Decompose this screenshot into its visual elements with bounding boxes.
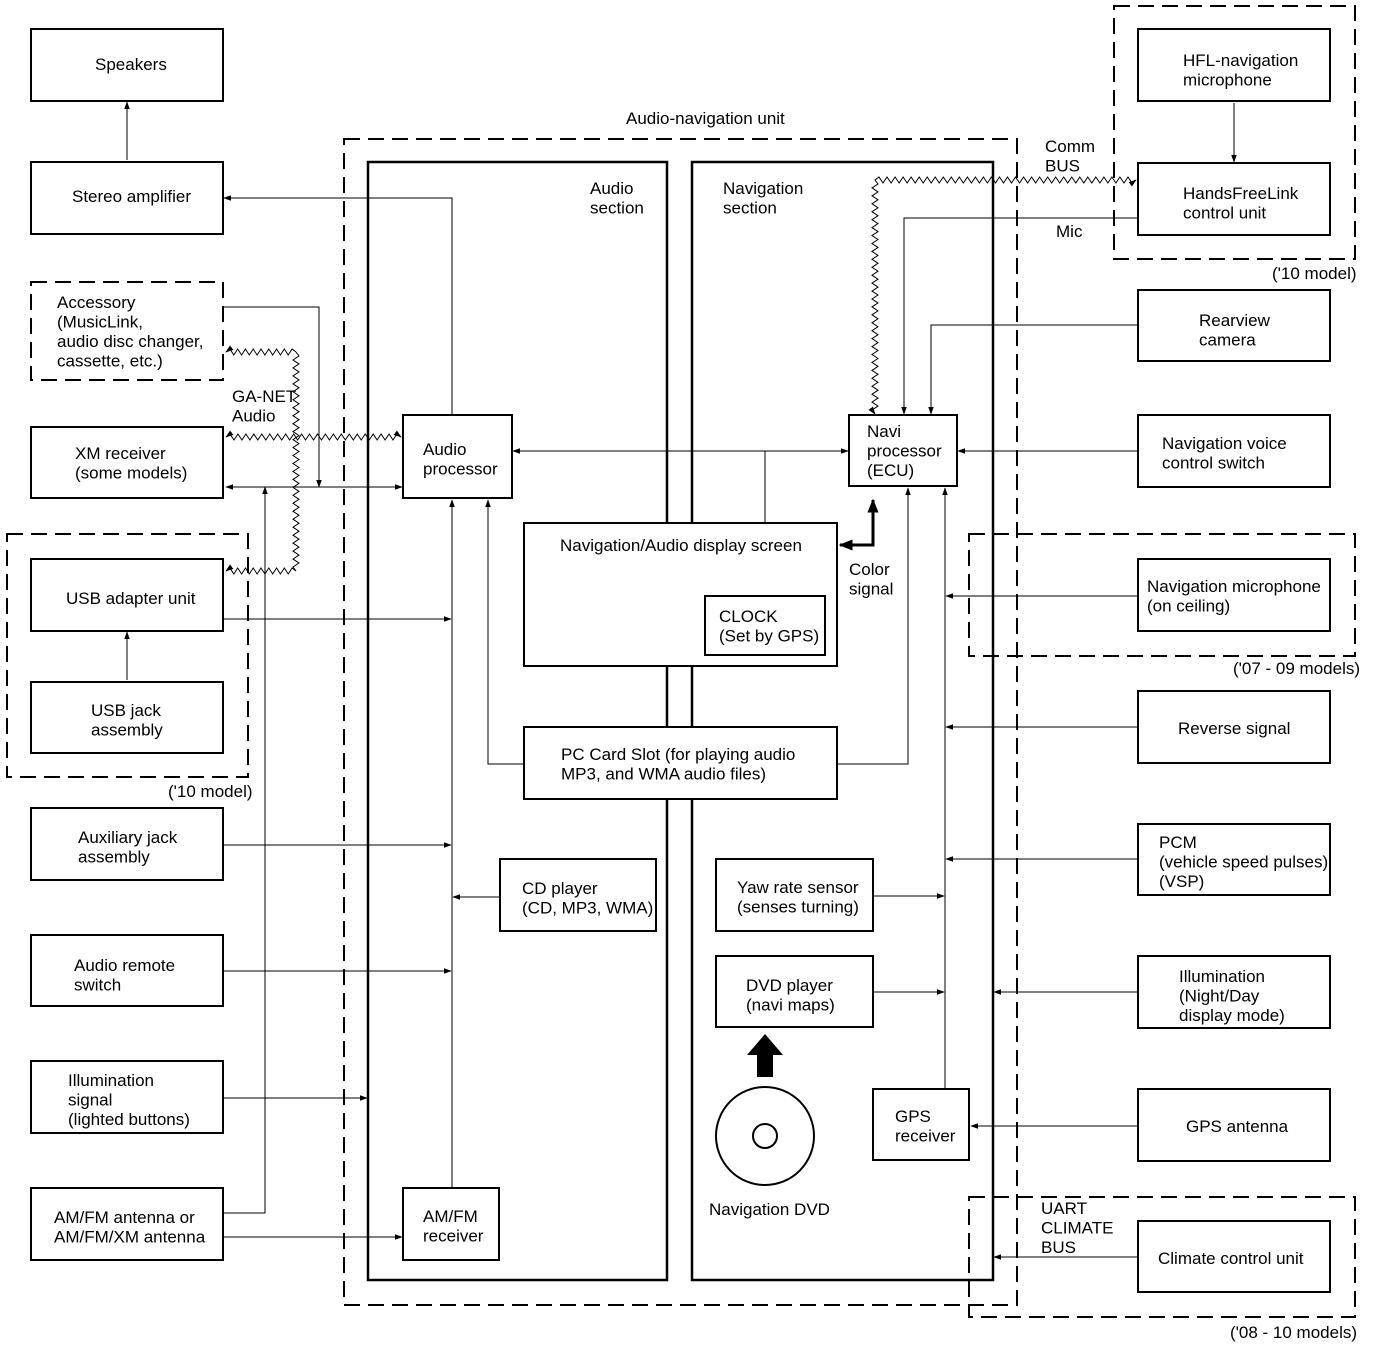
clock-box: [704, 595, 826, 656]
bus-lines: [225, 176, 1137, 575]
navi-processor-box: [848, 414, 958, 487]
usb-adapter-box: [30, 558, 224, 632]
illumination-night-day-box: [1137, 955, 1331, 1029]
illumination-signal-box: [30, 1060, 224, 1134]
reverse-signal-label: Reverse signal: [1178, 719, 1290, 738]
usb-jack-box: [30, 681, 224, 754]
pcm-label: PCM(vehicle speed pulses)(VSP): [1159, 833, 1328, 891]
dvd-player-box: [715, 955, 874, 1028]
audio-remote-box: [30, 934, 224, 1007]
clock-label: CLOCK(Set by GPS): [719, 607, 819, 646]
speakers-box: [30, 28, 224, 102]
connections: [124, 101, 1237, 1260]
speakers-label: Speakers: [95, 55, 167, 74]
hfl-group-outline: [1113, 5, 1356, 260]
audio-navigation-unit-outline: [343, 138, 1018, 1306]
unit-title: Audio-navigation unit: [626, 109, 785, 128]
model-07-09-label: ('07 - 09 models): [1233, 659, 1360, 678]
mic-label: Mic: [1056, 222, 1083, 241]
pcm-box: [1137, 823, 1331, 896]
nav-microphone-label: Navigation microphone(on ceiling): [1147, 577, 1321, 616]
dvd-insert-arrow-icon: [747, 1034, 783, 1077]
amfm-antenna-box: [30, 1187, 224, 1261]
nav-microphone-box: [1137, 558, 1331, 632]
navigation-dvd-label: Navigation DVD: [709, 1200, 830, 1219]
audio-processor-box: [402, 414, 513, 499]
dvd-disc-icon: [715, 1086, 815, 1186]
display-screen-label: Navigation/Audio display screen: [560, 536, 802, 555]
model-10-top-label: ('10 model): [1272, 264, 1357, 283]
amfm-receiver-box: [402, 1187, 500, 1261]
dvd-player-label: DVD player(navi maps): [746, 976, 835, 1015]
auxiliary-jack-box: [30, 807, 224, 881]
navigation-section: [690, 160, 995, 1282]
climate-unit-label: Climate control unit: [1158, 1249, 1304, 1268]
stereo-amplifier-label: Stereo amplifier: [72, 187, 191, 206]
nav-voice-switch-box: [1137, 414, 1331, 488]
hfl-microphone-box: [1137, 28, 1331, 102]
model-10-left-label: ('10 model): [168, 782, 253, 801]
reverse-signal-box: [1137, 690, 1331, 764]
usb-group-outline: [6, 533, 249, 778]
climate-group-outline: [968, 1196, 1356, 1318]
gps-antenna-box: [1137, 1088, 1331, 1162]
nav-mic-group-outline: [968, 533, 1356, 657]
audio-section: [366, 160, 669, 1282]
cd-player-box: [499, 858, 657, 932]
model-08-10-label: ('08 - 10 models): [1230, 1323, 1357, 1342]
accessory-box: [30, 281, 224, 381]
cd-player-label: CD player(CD, MP3, WMA): [522, 879, 653, 918]
climate-unit-box: [1137, 1220, 1331, 1293]
gps-antenna-label: GPS antenna: [1186, 1117, 1289, 1136]
rearview-camera-box: [1137, 289, 1331, 362]
yaw-sensor-box: [715, 858, 874, 932]
accessory-label: Accessory(MusicLink,audio disc changer,c…: [57, 293, 204, 371]
xm-receiver-box: [30, 426, 224, 499]
hfl-control-box: [1137, 162, 1331, 236]
gps-receiver-box: [872, 1088, 970, 1161]
stereo-amplifier-box: [30, 161, 224, 235]
usb-adapter-label: USB adapter unit: [66, 589, 196, 608]
pc-card-box: [523, 726, 838, 800]
yaw-sensor-label: Yaw rate sensor(senses turning): [737, 878, 859, 917]
xm-receiver-label: XM receiver(some models): [75, 444, 187, 483]
